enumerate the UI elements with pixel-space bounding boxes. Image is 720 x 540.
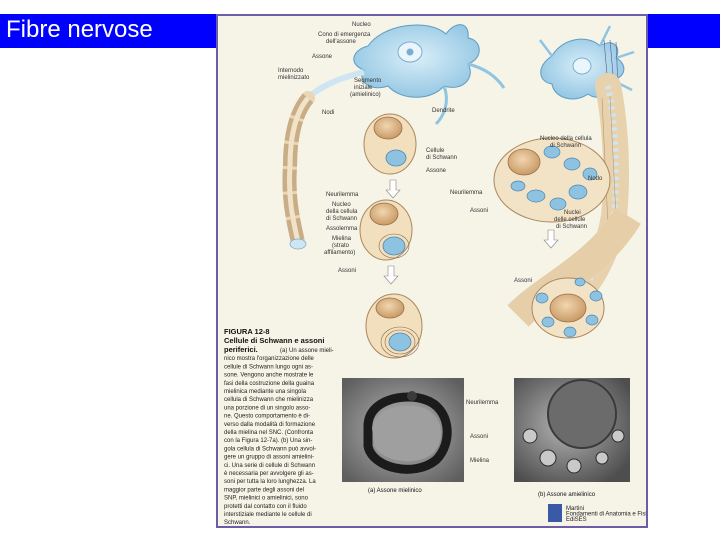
caption-line: gola cellula di Schwann può avvol- xyxy=(224,446,316,452)
caption-line: Schwann. xyxy=(224,520,251,526)
publisher-line: Fondamenti di Anatomia e Fisiologia xyxy=(566,512,648,518)
label-assone-top: Assone xyxy=(312,54,333,60)
myelination-stage-3 xyxy=(365,293,423,359)
caption-line: maggior parte degli assoni del xyxy=(224,487,304,493)
label-cono-1: Cono di emergenza xyxy=(318,32,371,38)
label-mielina-em: Mielina xyxy=(470,458,490,464)
label-segmento-1: Segmento xyxy=(354,78,382,84)
label-assoni-em: Assoni xyxy=(470,434,488,440)
label-nucleo-cell-1: Nucleo della cellula xyxy=(540,136,592,142)
label-assoni-bottom: Assoni xyxy=(514,278,532,284)
caption-line: con la Figura 12-7a). (b) Una sin- xyxy=(224,438,312,444)
label-dendrite: Dendrite xyxy=(432,108,455,114)
caption-heading: FIGURA 12-8 xyxy=(224,327,270,336)
label-nodi: Nodi xyxy=(322,110,334,116)
label-nuclei-3: di Schwann xyxy=(556,224,587,230)
caption-line: ci. Una serie di cellule di Schwann xyxy=(224,463,315,469)
label-mielina-3: affilamento) xyxy=(324,250,355,256)
label-assone-mid: Assone xyxy=(426,168,447,174)
caption-line: (a) Un assone mieli- xyxy=(280,348,334,354)
subcaption-a: (a) Assone mielinico xyxy=(368,488,422,494)
publisher-line: Martini xyxy=(566,506,584,512)
slide-title: Fibre nervose xyxy=(6,16,153,43)
caption-line: verso dalla modalità di formazione xyxy=(224,422,316,428)
caption-line: nico mostra l'organizzazione delle xyxy=(224,356,315,362)
caption-line: una porzione di un singolo asso- xyxy=(224,405,310,411)
micrograph-labels: Neurilemma Assoni Mielina xyxy=(466,400,499,464)
caption-line: mielinica mediante una singola xyxy=(224,389,307,395)
label-cellule-1: Cellule xyxy=(426,148,445,154)
label-nucleo-schwann-3: di Schwann xyxy=(326,216,357,222)
figure-caption: FIGURA 12-8 Cellule di Schwann e assoni … xyxy=(224,327,334,526)
label-nuclei-1: Nuclei xyxy=(564,210,581,216)
stage-arrows xyxy=(383,179,559,285)
caption-line: fasi della costruzione della guaina xyxy=(224,381,315,387)
label-nodo: Nodo xyxy=(588,176,603,182)
schwann-cell-illustration: Nucleo Cono di emergenza dell'assone Ass… xyxy=(224,22,648,526)
caption-title-2: periferici. xyxy=(224,345,258,354)
label-nucleo-schwann-2: della cellula xyxy=(326,209,358,215)
label-segmento-2: iniziale xyxy=(354,85,373,91)
caption-body: (a) Un assone mieli-nico mostra l'organi… xyxy=(224,348,334,526)
label-cono-2: dell'assone xyxy=(326,39,356,45)
label-internodo-1: Internodo xyxy=(278,68,304,74)
figure-panel: Nucleo Cono di emergenza dell'assone Ass… xyxy=(216,14,648,528)
caption-line: sone. Vengono anche mostrate le xyxy=(224,373,314,379)
caption-title-1: Cellule di Schwann e assoni xyxy=(224,336,324,345)
label-neurilemma-1: Neurilemma xyxy=(326,192,359,198)
label-mielina-2: (strato xyxy=(332,243,350,249)
myelinated-axon-left xyxy=(282,69,365,250)
publisher-line: EdiSES xyxy=(566,517,587,523)
caption-line: protetti dal contatto con il fluido xyxy=(224,504,307,510)
caption-line: cellule di Schwann lungo ogni as- xyxy=(224,364,313,370)
label-assolemma: Assolemma xyxy=(326,226,358,232)
neuron-cell-body-left xyxy=(353,24,506,126)
caption-line: interstiziale mediante le cellule di xyxy=(224,512,312,518)
label-nucleo: Nucleo xyxy=(352,22,371,28)
caption-line: della mielina nel SNC. (Confronta xyxy=(224,430,314,436)
caption-line: soni per tutta la loro lunghezza. La xyxy=(224,479,316,485)
micrograph-myelinated xyxy=(342,378,464,482)
caption-line: cellula di Schwann che mielinizza xyxy=(224,397,314,403)
unmyelinated-bundle-lower xyxy=(507,207,641,339)
caption-line: ne. Questo comportamento è di- xyxy=(224,414,310,420)
caption-line: gere un gruppo di assoni amielini- xyxy=(224,455,314,461)
label-cellule-2: di Schwann xyxy=(426,155,457,161)
myelination-stage-1 xyxy=(363,113,417,175)
label-nuclei-2: delle cellule xyxy=(554,217,586,223)
label-nucleo-cell-2: di Schwann xyxy=(550,143,581,149)
label-nucleo-schwann-1: Nucleo xyxy=(332,202,351,208)
label-neurilemma-2: Neurilemma xyxy=(450,190,483,196)
unmyelinated-cross-section xyxy=(493,137,611,223)
caption-line: SNP, mielinici o amielinici, sono xyxy=(224,496,309,502)
micrograph-unmyelinated xyxy=(514,378,630,482)
label-neurilemma-em: Neurilemma xyxy=(466,400,499,406)
diagram-labels: Nucleo Cono di emergenza dell'assone Ass… xyxy=(278,22,603,284)
label-assoni-low: Assoni xyxy=(338,268,356,274)
label-internodo-2: mielinizzato xyxy=(278,75,310,81)
label-assoni-right: Assoni xyxy=(470,208,488,214)
label-segmento-3: (amielinico) xyxy=(350,92,381,98)
myelination-stage-2 xyxy=(359,199,413,261)
caption-line: è necessaria per avvolgere gli as- xyxy=(224,471,314,477)
label-mielina-1: Mielina xyxy=(332,236,352,242)
subcaption-b: (b) Assone amielinico xyxy=(538,492,596,498)
